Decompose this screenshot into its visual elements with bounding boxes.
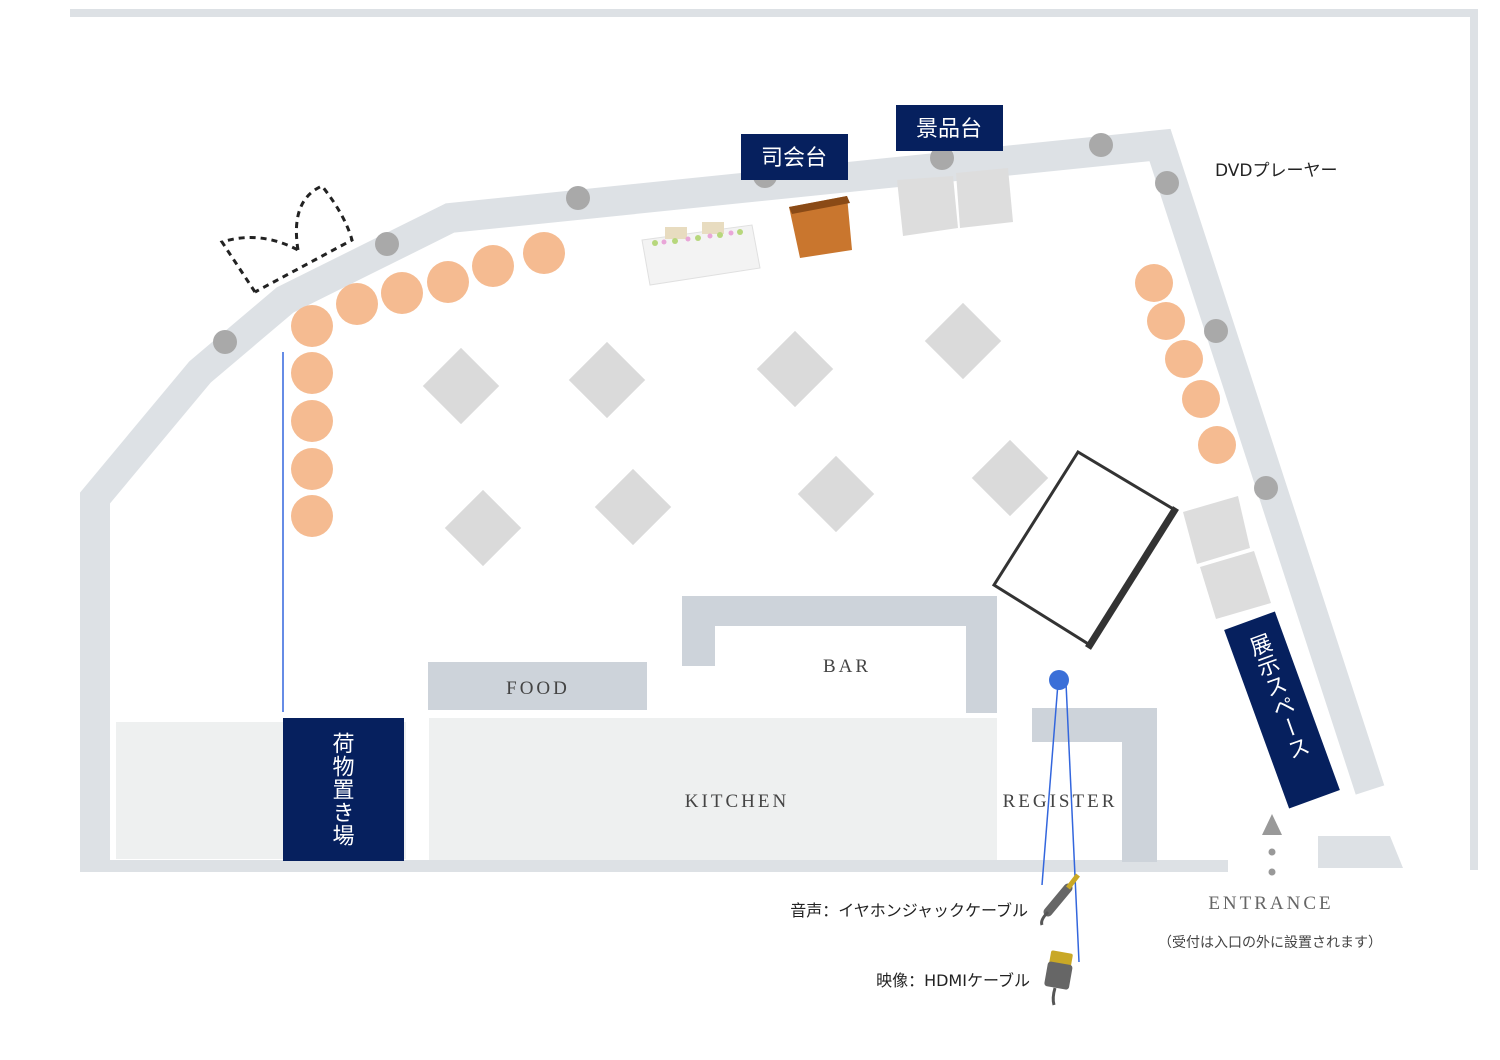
audio-cable-line xyxy=(1041,682,1059,886)
prize-stand-label-box xyxy=(896,105,1003,151)
kitchen-label: KITCHEN xyxy=(685,791,789,812)
podium xyxy=(789,196,852,258)
head-table xyxy=(641,222,761,286)
food-counter xyxy=(428,662,647,710)
bar-label: BAR xyxy=(823,656,871,677)
entrance-wall xyxy=(1318,836,1403,868)
hdmi-cable-icon xyxy=(1044,950,1073,1006)
entrance-dot xyxy=(1268,868,1276,876)
video-cable-line xyxy=(1065,682,1080,963)
entrance-dot xyxy=(1268,848,1276,856)
exhibit-tables xyxy=(1183,496,1271,619)
bottom-wall xyxy=(80,860,1228,872)
chairs xyxy=(291,232,1236,537)
exhibit-space-label-box xyxy=(1224,611,1340,809)
entrance-label: ENTRANCE xyxy=(1208,893,1333,914)
earphone-jack-icon xyxy=(1040,873,1080,926)
register-label: REGISTER xyxy=(1003,791,1118,812)
prize-stand-label: 景品台 xyxy=(916,117,982,142)
door-swing xyxy=(219,184,354,294)
cable-connection-point xyxy=(1049,670,1069,690)
dvd-player-label: DVDプレーヤー xyxy=(1215,161,1338,181)
food-label: FOOD xyxy=(506,678,570,699)
reception-note: （受付は入口の外に設置されます） xyxy=(1158,935,1382,951)
video-cable-label: 映像：HDMIケーブル xyxy=(876,971,1030,990)
mc-stand-label-box xyxy=(741,134,848,180)
prize-tables xyxy=(897,168,1013,236)
kitchen-area xyxy=(429,718,997,860)
entrance-arrow-icon xyxy=(1262,814,1282,835)
mc-stand-label: 司会台 xyxy=(761,146,827,171)
audio-cable-label: 音声：イヤホンジャックケーブル xyxy=(790,901,1028,920)
luggage-area-label: 荷物置き場 xyxy=(329,732,355,847)
tables xyxy=(422,302,1049,567)
projector-screen xyxy=(991,449,1179,650)
pillars xyxy=(213,133,1278,500)
outer-frame xyxy=(70,9,1478,870)
bar-counter xyxy=(682,596,997,713)
luggage-area-label-box xyxy=(283,718,404,861)
room-wall xyxy=(80,128,1385,868)
register-counter xyxy=(1032,708,1157,862)
